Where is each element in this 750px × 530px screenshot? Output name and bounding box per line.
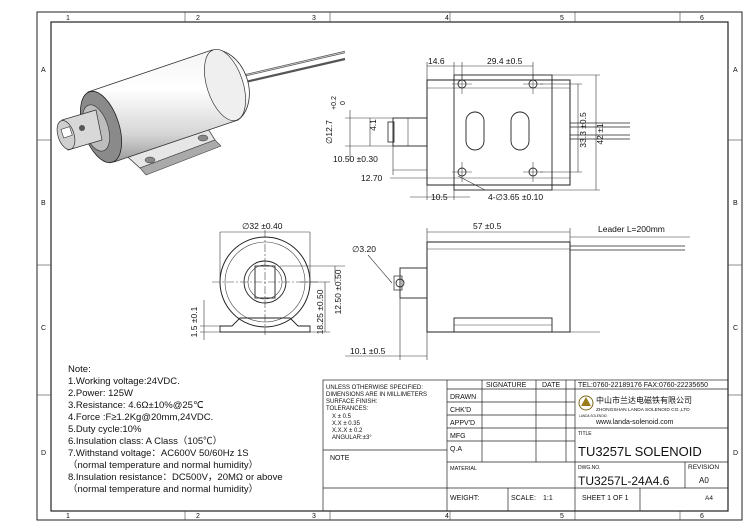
tb-mfg: MFG	[450, 433, 466, 440]
dim-12-70: 12.70	[361, 173, 383, 183]
end-view-dimensions: ∅32 ±0.40 1.5 ±0.1 18.25 ±0.50 12.50 ±0.…	[189, 221, 343, 337]
zone-side-c-right: C	[733, 325, 738, 332]
tb-title-label: TITLE	[578, 431, 592, 437]
zone-ticks	[37, 12, 742, 520]
tb-scale-value: 1:1	[543, 495, 553, 502]
tb-unless: UNLESS OTHERWISE SPECIFIED:	[326, 385, 423, 391]
tb-sheet: SHEET 1 OF 1	[582, 495, 629, 502]
title-block	[322, 379, 729, 512]
dim-12-50: 12.50 ±0.50	[333, 269, 343, 314]
leader-length: Leader L=200mm	[598, 224, 665, 234]
note-line-9: 8.Insulation resistance：DC500V，20MΩ or a…	[68, 472, 283, 483]
zone-side-b: B	[41, 200, 46, 207]
note-line-10: （normal temperature and normal humidity）	[68, 483, 258, 495]
landa-logo-mark	[581, 397, 591, 406]
tb-tolerances: TOLERANCES:	[326, 406, 369, 412]
zone-bottom-2: 2	[196, 513, 200, 520]
tb-surface: SURFACE FINISH:	[326, 399, 378, 405]
dim-14-6: 14.6	[428, 56, 445, 66]
title-block-text: UNLESS OTHERWISE SPECIFIED: DIMENSIONS A…	[326, 382, 719, 502]
tb-appvd: APPV'D	[450, 420, 475, 427]
tb-note-label: NOTE	[330, 455, 350, 462]
zone-labels: 1 2 3 4 5 6 1 2 3 4 5 6 A B C D A B C D	[41, 15, 738, 520]
tb-tel: TEL:0760-22189176 FAX:0760-22235650	[578, 382, 708, 389]
dim-42: 42 ±1	[595, 123, 605, 144]
tb-drawn: DRAWN	[450, 394, 476, 401]
dim-holes: 4-∅3.65 ±0.10	[488, 192, 543, 202]
tb-scale: SCALE:	[511, 495, 536, 502]
tb-date: DATE	[542, 382, 560, 389]
note-line-5: 5.Duty cycle:10%	[68, 424, 142, 435]
dim-0-2-upper: +0.2	[331, 96, 338, 110]
dim-10-50: 10.50 ±0.30	[333, 154, 378, 164]
tb-dwg-value: TU3257L-24A4.6	[578, 474, 670, 488]
top-view	[345, 62, 630, 200]
tb-website: www.landa-solenoid.com	[595, 419, 674, 426]
zone-top-2: 2	[196, 15, 200, 22]
zone-bottom-5: 5	[560, 513, 564, 520]
note-line-7: 7.Withstand voltage：AC600V 50/60Hz 1S	[68, 448, 249, 459]
zone-bottom-4: 4	[445, 513, 449, 520]
zone-side-c: C	[41, 325, 46, 332]
zone-side-d-right: D	[733, 450, 738, 457]
tb-revision-label: REVISION	[688, 464, 719, 471]
tb-dims-mm: DIMENSIONS ARE IN MILLIMETERS	[326, 392, 427, 398]
zone-bottom-3: 3	[312, 513, 316, 520]
tb-company-en: ZHONGSHAN LANDA SOLENOID CO.,LTD	[596, 407, 690, 413]
zone-top-6: 6	[700, 15, 704, 22]
tb-logo-sub: LANDA SOLENOID	[579, 414, 608, 418]
note-line-6: 6.Insulation class: A Class（105℃）	[68, 435, 222, 447]
dim-10-1: 10.1 ±0.5	[350, 346, 386, 356]
tb-chkd: CHK'D	[450, 407, 471, 414]
notes-title: Note:	[68, 364, 91, 375]
zone-side-a: A	[41, 67, 46, 74]
dim-33-3: 33.3 ±0.5	[578, 112, 588, 148]
tb-company-cn: 中山市兰达电磁铁有限公司	[596, 395, 692, 405]
dim-dia-32: ∅32 ±0.40	[242, 221, 283, 231]
zone-top-5: 5	[560, 15, 564, 22]
note-line-1: 1.Working voltage:24VDC.	[68, 376, 180, 387]
tb-title-value: TU3257L SOLENOID	[578, 444, 702, 459]
zone-top-1: 1	[66, 15, 70, 22]
zone-bottom-6: 6	[700, 513, 704, 520]
note-line-3: 3.Resistance: 4.6Ω±10%@25℃	[68, 400, 204, 411]
side-view-dimensions: 57 ±0.5 Leader L=200mm ∅3.20 10.1 ±0.5	[350, 221, 665, 356]
tb-signature: SIGNATURE	[486, 382, 527, 389]
side-view	[345, 228, 690, 360]
dim-29-4: 29.4 ±0.5	[487, 56, 523, 66]
note-line-2: 2.Power: 125W	[68, 388, 133, 399]
dim-18-25: 18.25 ±0.50	[315, 289, 325, 334]
tb-material: MATERIAL	[450, 466, 477, 472]
dim-dia-12-7: ∅12.7	[324, 120, 334, 144]
isometric-view	[56, 49, 346, 176]
zone-top-4: 4	[445, 15, 449, 22]
top-view-dimensions: 14.6 29.4 ±0.5 42 ±1 33.3 ±0.5 +0.2 0 ∅1…	[324, 56, 605, 202]
zone-top-3: 3	[312, 15, 316, 22]
dim-4-1: 4.1	[368, 119, 378, 131]
notes-block: Note: 1.Working voltage:24VDC. 2.Power: …	[68, 364, 283, 495]
tb-tol-xxx: X.X.X ± 0.2	[332, 428, 363, 434]
dim-1-5: 1.5 ±0.1	[189, 306, 199, 337]
zone-side-d: D	[41, 450, 46, 457]
note-line-4: 4.Force :F≥1.2Kg@20mm,24VDC.	[68, 412, 213, 423]
tb-dwg-label: DWG.NO.	[578, 465, 601, 471]
dim-dia-3-20: ∅3.20	[352, 244, 376, 254]
tb-tol-x: X ± 0.5	[332, 414, 352, 420]
note-line-8: （normal temperature and normal humidity）	[68, 459, 258, 471]
outer-border	[36, 11, 743, 521]
tb-tol-angular: ANGULAR:±3°	[332, 435, 372, 441]
tb-size: A4	[705, 495, 713, 502]
tb-tol-xx: X.X ± 0.35	[332, 421, 361, 427]
zone-side-b-right: B	[733, 200, 738, 207]
zone-side-a-right: A	[733, 67, 738, 74]
tb-qa: Q.A	[450, 446, 462, 453]
zone-bottom-1: 1	[66, 513, 70, 520]
dim-57: 57 ±0.5	[473, 221, 502, 231]
tb-revision-value: A0	[699, 476, 709, 485]
end-view	[200, 230, 345, 340]
dim-0-2-lower: 0	[340, 101, 347, 105]
dim-10-5: 10.5	[431, 192, 448, 202]
tb-weight: WEIGHT:	[450, 495, 479, 502]
